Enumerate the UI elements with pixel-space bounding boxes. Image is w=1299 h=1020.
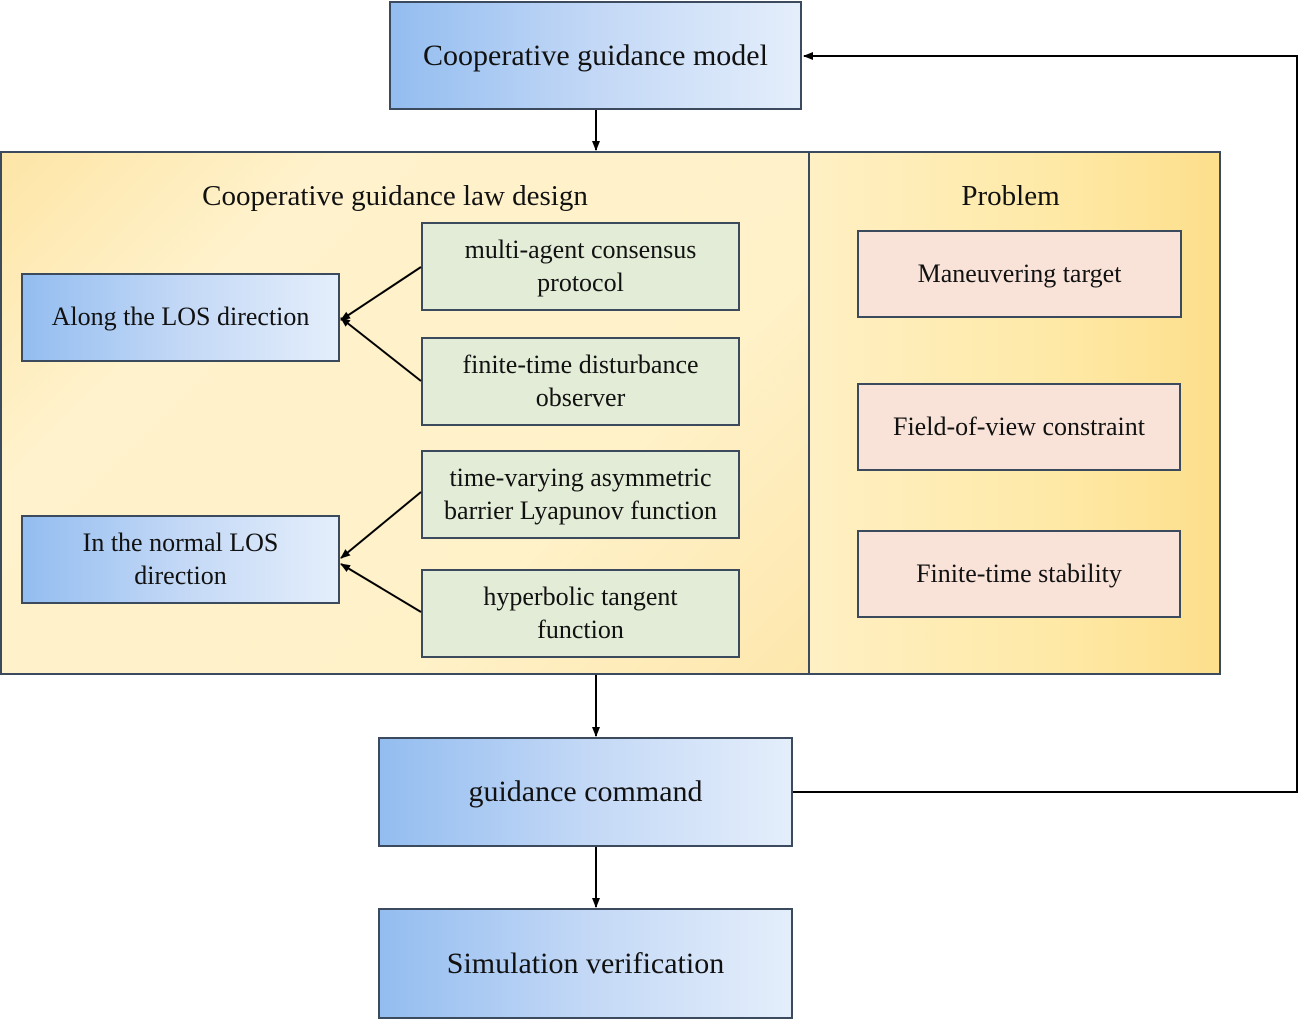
guidance-command-box: guidance command [378, 737, 793, 847]
simulation-verification-box: Simulation verification [378, 908, 793, 1019]
cooperative-guidance-model-label: Cooperative guidance model [423, 38, 768, 72]
cooperative-guidance-model-box: Cooperative guidance model [389, 1, 802, 110]
along-los-direction-box: Along the LOS direction [21, 273, 340, 362]
problem-box-field-of-view: Field-of-view constraint [857, 383, 1181, 471]
guidance-law-design-title: Cooperative guidance law design [202, 180, 588, 212]
method-label: hyperbolic tangent function [483, 582, 678, 644]
method-box-hyperbolic-tangent: hyperbolic tangent function [421, 569, 740, 658]
problem-box-maneuvering-target: Maneuvering target [857, 230, 1182, 318]
method-box-consensus-protocol: multi-agent consensus protocol [421, 222, 740, 311]
method-label: time-varying asymmetric barrier Lyapunov… [444, 463, 717, 525]
guidance-command-label: guidance command [468, 775, 703, 809]
method-box-disturbance-observer: finite-time disturbance observer [421, 337, 740, 426]
problem-label: Field-of-view constraint [893, 411, 1145, 441]
problem-box-finite-time-stability: Finite-time stability [857, 530, 1181, 618]
normal-los-direction-label: In the normal LOS direction [82, 528, 279, 590]
method-label: finite-time disturbance observer [462, 350, 699, 412]
along-los-direction-label: Along the LOS direction [51, 302, 310, 332]
problem-label: Finite-time stability [916, 558, 1122, 588]
method-label: multi-agent consensus protocol [464, 235, 697, 297]
method-box-barrier-lyapunov: time-varying asymmetric barrier Lyapunov… [421, 450, 740, 539]
problem-title: Problem [961, 180, 1060, 212]
simulation-verification-label: Simulation verification [446, 946, 725, 980]
problem-label: Maneuvering target [917, 258, 1122, 288]
normal-los-direction-box: In the normal LOS direction [21, 515, 340, 604]
